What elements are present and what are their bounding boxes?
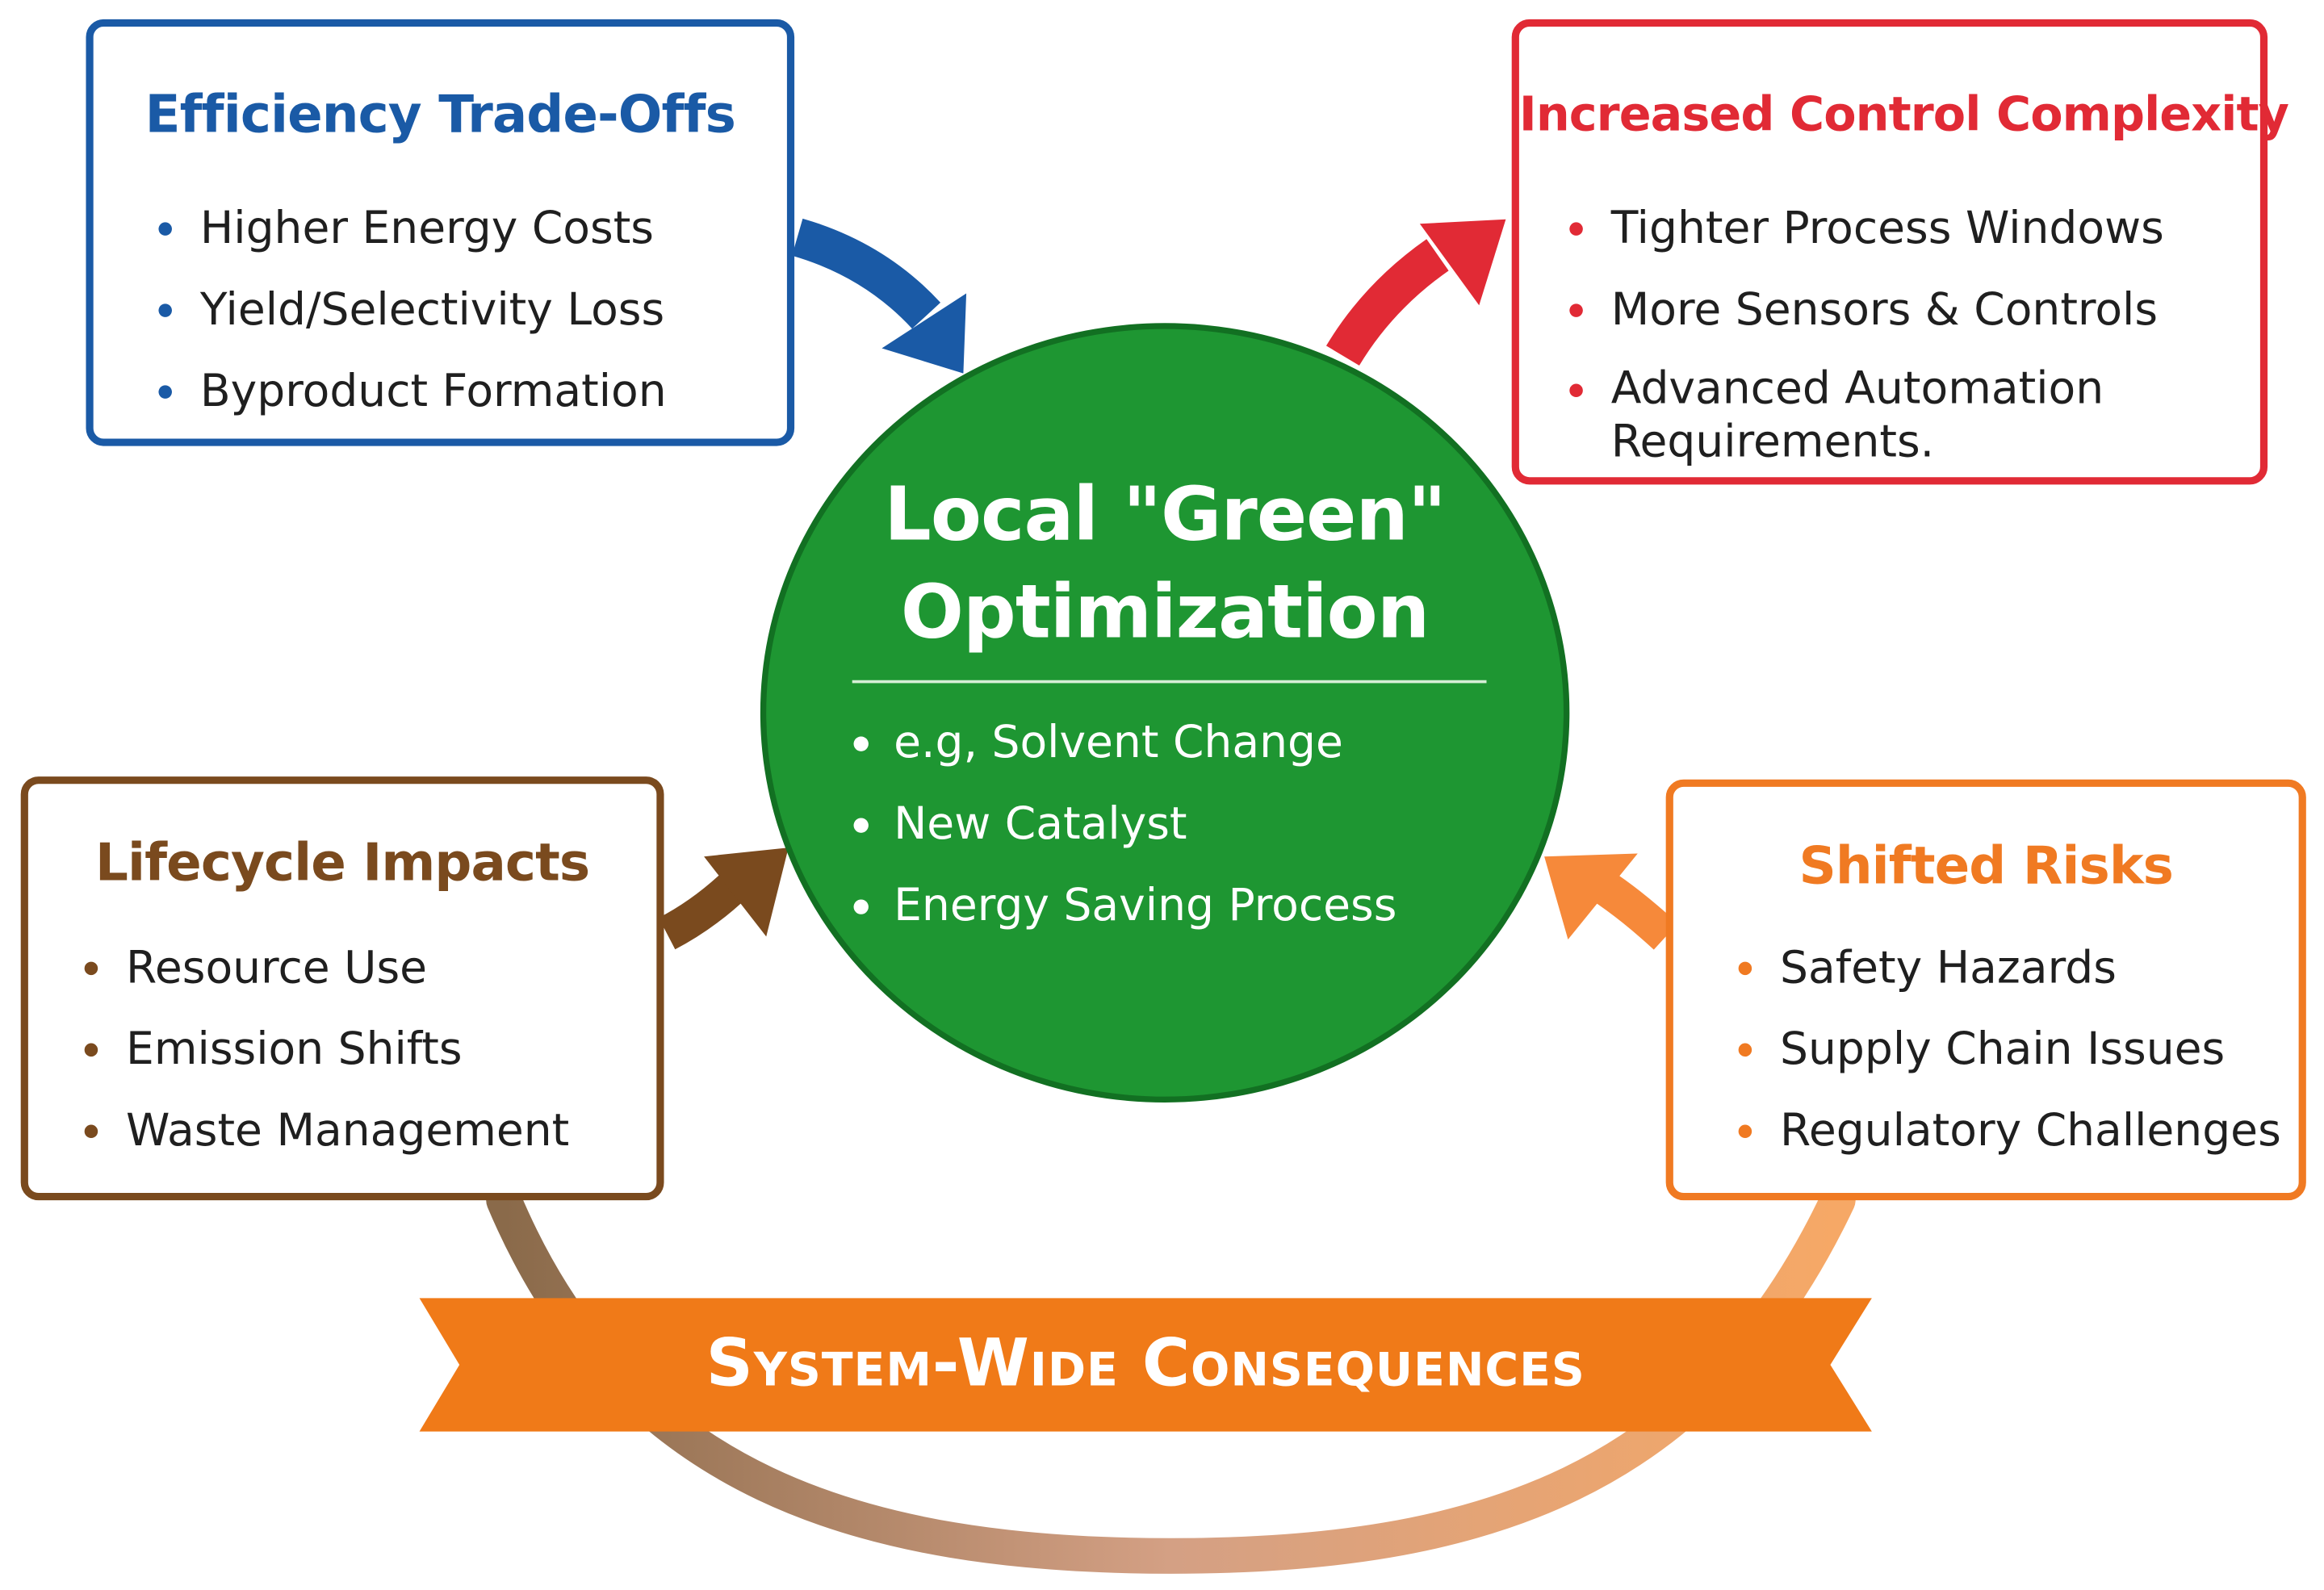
lifecycle-list: Resource Use Emission Shifts Waste Manag… <box>82 939 569 1184</box>
efficiency-title: Efficiency Trade-Offs <box>144 86 736 145</box>
banner-ribbon <box>419 1298 1872 1432</box>
bullet-icon <box>84 961 98 976</box>
bullet-icon <box>158 222 172 236</box>
center-title: Local "Green" Optimization <box>766 466 1564 661</box>
list-item: Yield/Selectivity Loss <box>156 282 667 363</box>
local-green-optimization-circle: Local "Green" Optimization e.g, Solvent … <box>760 323 1570 1103</box>
item-text: Higher Energy Costs <box>199 203 654 255</box>
arrow-efficiency-to-center <box>791 218 967 374</box>
item-text: Supply Chain Issues <box>1780 1023 2226 1076</box>
list-item: Waste Management <box>82 1103 569 1184</box>
control-list: Tighter Process Windows More Sensors & C… <box>1567 200 2164 470</box>
bullet-icon <box>158 385 172 399</box>
bullet-icon <box>84 1043 98 1057</box>
list-item: Byproduct Formation <box>156 363 667 445</box>
risks-list: Safety Hazards Supply Chain Issues Regul… <box>1736 939 2281 1184</box>
list-item: Tighter Process Windows <box>1567 200 2164 282</box>
list-item: More Sensors & Controls <box>1567 282 2164 363</box>
shifted-risks-box: Shifted Risks Safety Hazards Supply Chai… <box>1665 779 2306 1201</box>
list-item: Regulatory Challenges <box>1736 1103 2281 1184</box>
item-text: Safety Hazards <box>1780 942 2117 994</box>
bullet-icon <box>853 899 869 914</box>
item-text: Energy Saving Process <box>894 880 1397 932</box>
center-divider <box>852 680 1487 683</box>
bullet-icon <box>158 303 172 317</box>
lifecycle-title: Lifecycle Impacts <box>94 834 590 894</box>
item-text: Tighter Process Windows <box>1610 203 2164 255</box>
bullet-icon <box>853 736 869 751</box>
center-title-line-1: Local "Green" <box>884 471 1447 558</box>
bullet-icon <box>1738 1124 1752 1139</box>
list-item: Supply Chain Issues <box>1736 1021 2281 1103</box>
arrow-lifecycle-to-center <box>658 847 789 950</box>
arrow-risks-to-center <box>1544 853 1678 950</box>
control-title: Increased Control Complexity <box>1518 86 2289 143</box>
bullet-icon <box>1569 303 1583 317</box>
item-text: Yield/Selectivity Loss <box>199 284 665 337</box>
bullet-icon <box>1738 961 1752 976</box>
item-text: Emission Shifts <box>126 1023 463 1076</box>
risks-title: Shifted Risks <box>1798 837 2173 897</box>
item-text: More Sensors & Controls <box>1610 284 2159 337</box>
lifecycle-impacts-box: Lifecycle Impacts Resource Use Emission … <box>20 776 664 1201</box>
list-item: Emission Shifts <box>82 1021 569 1103</box>
system-wide-consequences-banner: System-Wide Consequences <box>706 1326 1585 1402</box>
item-text: e.g, Solvent Change <box>894 717 1343 769</box>
control-complexity-box: Increased Control Complexity Tighter Pro… <box>1511 19 2289 485</box>
bullet-icon <box>1738 1043 1752 1057</box>
center-title-line-2: Optimization <box>900 569 1430 655</box>
bullet-icon <box>1569 383 1583 398</box>
list-item: Energy Saving Process <box>849 877 1396 959</box>
item-text: Regulatory Challenges <box>1780 1105 2281 1157</box>
list-item: Safety Hazards <box>1736 939 2281 1021</box>
item-text: Resource Use <box>126 942 428 994</box>
efficiency-trade-offs-box: Efficiency Trade-Offs Higher Energy Cost… <box>86 19 795 446</box>
bullet-icon <box>84 1124 98 1139</box>
bullet-icon <box>853 818 869 833</box>
bullet-icon <box>1569 222 1583 236</box>
item-text: Waste Management <box>126 1105 570 1157</box>
efficiency-list: Higher Energy Costs Yield/Selectivity Lo… <box>156 200 667 445</box>
item-text: New Catalyst <box>894 798 1187 851</box>
list-item: e.g, Solvent Change <box>849 714 1396 796</box>
list-item: New Catalyst <box>849 796 1396 877</box>
list-item: Resource Use <box>82 939 569 1021</box>
center-list: e.g, Solvent Change New Catalyst Energy … <box>849 714 1396 959</box>
item-text: Advanced Automation Requirements. <box>1610 362 2104 469</box>
list-item: Advanced Automation Requirements. <box>1567 363 2145 470</box>
arrow-center-to-control <box>1325 219 1506 366</box>
item-text: Byproduct Formation <box>199 366 667 418</box>
list-item: Higher Energy Costs <box>156 200 667 282</box>
